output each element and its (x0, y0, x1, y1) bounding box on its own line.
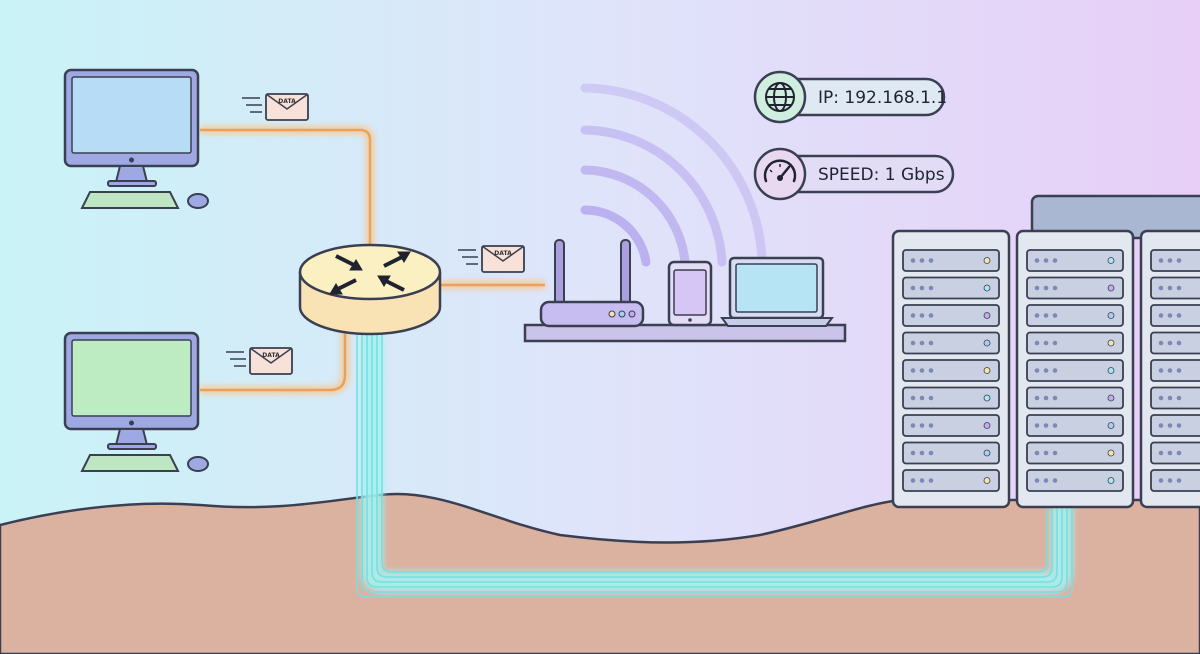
wired-links (200, 125, 545, 395)
ip-address-label: IP: 192.168.1.1 (818, 88, 947, 108)
desktop-computer-top (63, 68, 209, 209)
fiber-strand (371, 335, 1058, 583)
server-unit (902, 331, 1000, 355)
server-unit (1150, 469, 1200, 492)
mouse (187, 193, 209, 209)
envelope-icon (249, 347, 293, 375)
server-unit (1026, 469, 1124, 492)
speed-badge: SPEED: 1 Gbps (753, 147, 955, 201)
ip-address-badge: IP: 192.168.1.1 (753, 70, 947, 124)
server-unit (1150, 359, 1200, 382)
router (298, 243, 442, 336)
server-unit (1026, 441, 1124, 465)
status-led (983, 284, 991, 292)
fiber-strand (366, 335, 1063, 588)
speedometer-icon (763, 159, 797, 183)
server-unit (1026, 386, 1124, 410)
tablet (667, 260, 713, 327)
tablet-screen (673, 269, 707, 316)
laptop (720, 256, 834, 327)
server-unit (902, 276, 1000, 300)
packet-label: DATA (494, 250, 512, 257)
server-unit (1150, 441, 1200, 465)
fiber-bundle (356, 335, 1073, 598)
shelf (523, 323, 847, 343)
server-unit (1150, 304, 1200, 327)
server-unit (1150, 414, 1200, 437)
server-unit (902, 414, 1000, 437)
packet-label: DATA (278, 98, 296, 105)
status-led (1107, 312, 1115, 319)
server-unit (1026, 331, 1124, 355)
status-led (983, 394, 991, 402)
desktop-computer-bottom (63, 331, 209, 472)
status-led (1107, 367, 1115, 374)
cable-pc-bottom (200, 330, 347, 392)
antenna (620, 239, 631, 307)
status-led (1107, 449, 1115, 457)
laptop-screen (735, 263, 818, 313)
status-led (983, 257, 991, 264)
fiber-strand (356, 335, 1073, 598)
server-unit (1026, 359, 1124, 382)
server-unit (1150, 276, 1200, 300)
wireless-access-point (539, 239, 645, 328)
status-led (1107, 284, 1115, 292)
status-led (983, 367, 991, 374)
monitor-screen (71, 76, 192, 154)
server-unit (1150, 249, 1200, 272)
server-unit (1150, 331, 1200, 355)
server-unit (902, 469, 1000, 492)
server-unit (902, 304, 1000, 327)
fiber-strand (361, 335, 1068, 593)
server-rack (1015, 229, 1135, 509)
server-unit (1026, 304, 1124, 327)
status-led (983, 339, 991, 347)
monitor-screen (71, 339, 192, 417)
envelope-icon (481, 245, 525, 273)
data-packet-1: DATA (242, 93, 309, 121)
server-rack (1139, 229, 1200, 509)
envelope-icon (265, 93, 309, 121)
globe-icon (765, 82, 795, 112)
server-unit (902, 441, 1000, 465)
router-arrows-icon (329, 251, 411, 295)
data-packet-2: DATA (458, 245, 525, 273)
status-led (983, 312, 991, 319)
server-racks (891, 194, 1200, 509)
status-led (1107, 394, 1115, 402)
keyboard (80, 191, 180, 209)
status-led (983, 449, 991, 457)
status-led (983, 422, 991, 429)
status-led (1107, 339, 1115, 347)
status-led (983, 477, 991, 484)
server-rack (891, 229, 1011, 509)
speed-label: SPEED: 1 Gbps (818, 165, 945, 185)
fiber-strand (376, 335, 1053, 578)
server-unit (902, 359, 1000, 382)
status-led (1107, 477, 1115, 484)
server-unit (1150, 386, 1200, 410)
server-unit (1026, 414, 1124, 437)
server-unit (1026, 276, 1124, 300)
packet-label: DATA (262, 352, 280, 359)
status-led (1107, 422, 1115, 429)
cable-pc-top (200, 128, 372, 258)
mouse (187, 456, 209, 472)
keyboard (80, 454, 180, 472)
data-packet-3: DATA (226, 347, 293, 375)
antenna (554, 239, 565, 307)
server-unit (1026, 249, 1124, 272)
server-unit (902, 386, 1000, 410)
wifi-signal-icon (580, 83, 767, 267)
server-unit (902, 249, 1000, 272)
fiber-strand (381, 335, 1048, 573)
status-led (1107, 257, 1115, 264)
